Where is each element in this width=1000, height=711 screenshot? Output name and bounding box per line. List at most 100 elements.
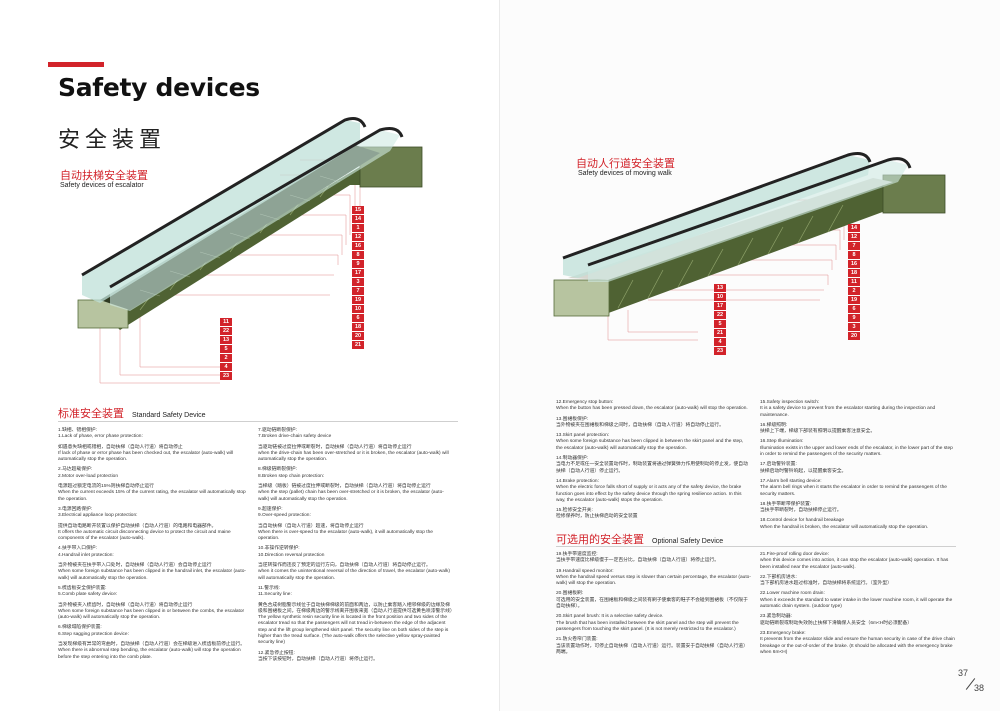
list-item: 2.马达超载保护:2.Motor over-load protection (58, 467, 118, 479)
left-page: Safety devices 安全装置 自动扶梯安全装置 Safety devi… (48, 62, 458, 667)
standard-column-2: 7.驱动链断裂保护:7.Broken drive-chain safety de… (258, 428, 455, 667)
callout-marker: 6 (848, 304, 860, 314)
list-item: 17.Alarm bell starting device:The alarm … (760, 478, 947, 497)
callout-marker: 16 (352, 241, 364, 251)
callout-marker: 17 (714, 301, 726, 311)
optional-column-2: 21.Fire-proof rolling door device:when t… (760, 552, 955, 660)
callout-marker: 20 (848, 331, 860, 340)
section-divider (58, 421, 458, 422)
callout-marker: 16 (848, 259, 860, 269)
list-item: 9.超速保护:9.Over-speed protection: (258, 506, 311, 519)
callout-marker: 14 (848, 224, 860, 233)
list-item: 16.Step Illumination:Illumination exists… (760, 439, 953, 458)
callout-marker: 2 (220, 353, 232, 363)
callout-marker: 19 (352, 295, 364, 305)
callout-marker: 6 (352, 313, 364, 322)
callout-marker: 11 (220, 318, 232, 327)
list-item: 8.梯级链断裂保护:8.Broken step chain protection… (258, 467, 325, 479)
list-item: 22.下部机房进水:当下部机房进水超过标准时，自动扶梯将系统运行。（室外型） (760, 574, 892, 587)
callout-marker: 22 (220, 326, 232, 336)
callout-marker: 18 (848, 268, 860, 278)
list-item: 4.扶手带入口保护:4.Handrail inlet protection: (58, 546, 114, 558)
callout-marker: 20 (352, 331, 364, 340)
callout-marker: 10 (714, 292, 726, 302)
list-item: 20.Skirt panel brush: It is a selective … (556, 614, 739, 632)
optional-heading-en: Optional Safety Device (652, 538, 724, 545)
list-item: 13.Skirt panel protection:When some fore… (556, 433, 744, 451)
page-number-current: 37 (958, 668, 969, 678)
callout-marker: 7 (352, 286, 364, 296)
right-column-2: 15.Safety inspection switch:It is a safe… (760, 400, 955, 535)
callout-marker: 4 (714, 337, 726, 347)
list-item: 5.梳齿板安全保护装置:5.Comb plate safety device: (58, 585, 118, 598)
standard-heading-en: Standard Safety Device (132, 412, 206, 419)
callout-marker: 9 (848, 313, 860, 323)
callout-marker: 19 (848, 295, 860, 305)
list-item: 19.扶手带速度监控:当扶手带速度比梯级慢于一定百分比，自动扶梯（自动人行道）将… (556, 552, 720, 564)
callout-marker: 5 (714, 319, 726, 329)
right-page: 自动人行道安全装置 Safety devices of moving walk … (500, 0, 1000, 711)
list-item: 3.电源回路保护:3.Electrical appliance loop pro… (58, 506, 138, 519)
callout-marker: 22 (714, 310, 726, 320)
escalator-bottom-callouts: 11 22 13 5 2 4 23 (220, 318, 234, 381)
list-item: 20.围裙板刷:可选用的安全装置，在围裙板和梯级之间装有刷子使乘客的鞋子不会碰到… (556, 591, 748, 610)
list-item: 当逆转操作而违反了预定的运行方向，自动扶梯（自动人行道）将自动停止运行。when… (258, 563, 450, 581)
callout-marker: 8 (848, 250, 860, 260)
walk-bottom-callouts: 13 10 17 22 5 21 4 23 (714, 284, 728, 356)
callout-marker: 12 (848, 232, 860, 242)
callout-marker: 3 (848, 322, 860, 332)
escalator-callouts: 15 14 1 12 16 8 9 17 3 7 19 10 6 18 20 2… (352, 206, 366, 350)
standard-heading-cn: 标准安全装置 (58, 408, 124, 420)
walk-heading-en: Safety devices of moving walk (578, 170, 672, 177)
callout-marker: 13 (714, 284, 726, 293)
list-item: 22.Lower machine room drain:When it exce… (760, 591, 953, 610)
list-item: 当发现梯级有异常的弯曲时，自动扶梯（自动人行道）会在梯级进入梳齿板前停止运行。W… (58, 642, 246, 660)
callout-marker: 5 (220, 344, 232, 354)
callout-marker: 23 (714, 346, 726, 356)
callout-marker: 21 (714, 328, 726, 338)
callout-marker: 2 (848, 286, 860, 296)
callout-marker: 3 (352, 277, 364, 287)
right-column-1: 12.Emergency stop button:When the button… (556, 400, 751, 525)
list-item: 19.Handrail speed monitor:When the handr… (556, 568, 751, 587)
moving-walk-illustration (553, 152, 946, 341)
callout-marker: 17 (352, 268, 364, 278)
page-title-cn: 安全装置 (58, 127, 167, 152)
list-item: 1.缺相、错相保护:1.Lack of phase, error phase p… (58, 428, 143, 440)
list-item: 21.防火卷帘门装置:当该装置动作时，可停止自动扶梯（自动人行道）运行。装置安于… (556, 637, 748, 655)
callout-marker: 1 (352, 223, 364, 233)
list-item: 14.Brake protection:When the electric fo… (556, 478, 742, 503)
walk-heading-cn: 自动人行道安全装置 (576, 158, 675, 170)
callout-marker: 14 (352, 214, 364, 224)
list-item: 6.梯级塌陷保护装置:6.Step sagging protection dev… (58, 625, 129, 637)
callout-marker: 21 (352, 340, 364, 349)
callout-marker: 10 (352, 304, 364, 314)
list-item: 13.围裙板保护:当外物被夹在围裙板和梯级之间时，自动扶梯（自动人行道）将自动停… (556, 416, 724, 428)
callout-marker: 11 (848, 277, 860, 287)
list-item: 10.非操作逆转保护:10.Direction reversal protect… (258, 546, 325, 558)
callout-marker: 8 (352, 250, 364, 260)
list-item: 11.警示线:11.Security line: (258, 585, 292, 598)
list-item: 23.Emergency brake:It prevents from the … (760, 630, 955, 655)
optional-column-1: 19.扶手带速度监控:当扶手带速度比梯级慢于一定百分比，自动扶梯（自动人行道）将… (556, 552, 751, 660)
walk-callouts: 14 12 7 8 16 18 11 2 19 6 9 3 20 (848, 224, 862, 341)
standard-column-1: 1.缺相、错相保护:1.Lack of phase, error phase p… (58, 428, 248, 665)
escalator-heading-en: Safety devices of escalator (60, 182, 144, 189)
page-title: Safety devices (58, 73, 260, 102)
list-item: 18.扶手带断带保护装置:当扶手带断裂时，自动扶梯停止运行。 (760, 501, 842, 514)
list-item: 17.启动警铃装置:扶梯启动时警铃响起，以提醒乘客安全。 (760, 462, 847, 474)
callout-marker: 18 (352, 322, 364, 331)
section-divider (556, 546, 956, 547)
list-item: 12.紧急停止按钮:当按下该按钮时，自动扶梯（自动人行道）将停止运行。 (258, 650, 378, 662)
list-item: 15.检修安全开关:检修保养时，防止扶梯启动的安全装置 (556, 508, 638, 520)
list-item: 提供自动电路断开装置以保护自动扶梯（自动人行道）的电路和电器部件。It offe… (58, 523, 231, 542)
callout-marker: 9 (352, 259, 364, 269)
standard-heading: 标准安全装置 Standard Safety Device (58, 404, 206, 420)
escalator-heading-cn: 自动扶梯安全装置 (60, 170, 148, 182)
